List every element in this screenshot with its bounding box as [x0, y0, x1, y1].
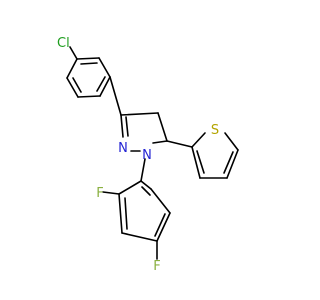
bond-n1-aryl: [140, 158, 146, 182]
bond-c5-thiophene: [166, 140, 193, 148]
bond-chlorophenyl-3: [99, 76, 111, 97]
bond-difluorophenyl-inner-1: [124, 197, 128, 230]
bond-chlorophenyl-5: [66, 77, 79, 98]
bond-chlorophenyl-2: [98, 57, 111, 78]
atom-label-chlorine: Cl: [57, 36, 70, 51]
bond-thiophene-c3-c2: [191, 146, 201, 179]
bond-c4-c3: [120, 112, 159, 116]
bond-thiophene-s-c5: [224, 132, 239, 151]
bond-f-ortho: [102, 191, 120, 195]
bond-chlorophenyl-inner-1: [80, 62, 98, 65]
bond-thiophene-c2-s: [191, 132, 206, 148]
atom-label-sulfur: S: [211, 123, 219, 138]
bond-c5-c4: [157, 112, 168, 142]
bond-n1-c5: [152, 140, 168, 144]
bond-c3-n2-double: [120, 114, 124, 138]
bond-difluorophenyl-2: [118, 193, 123, 234]
bond-difluorophenyl-4: [156, 212, 171, 242]
atom-label-fluorine-ortho: F: [96, 186, 103, 201]
bond-chlorophenyl-inner-3: [72, 77, 82, 93]
bond-thiophene-c5-c4: [226, 149, 239, 179]
bond-thiophene-inner-2: [196, 150, 205, 174]
molecule-diagram: Cl N N S F F: [57, 36, 239, 274]
bond-difluorophenyl-6: [140, 180, 152, 190]
atom-label-fluorine-para: F: [153, 259, 160, 274]
bond-chlorophenyl-1: [76, 57, 100, 60]
atom-labels: Cl N N S F F: [57, 36, 219, 274]
bond-difluorophenyl-inner-2: [154, 213, 166, 237]
bond-thiophene-inner-1: [223, 151, 234, 174]
bond-difluorophenyl-1: [118, 180, 142, 195]
bonds: [66, 46, 239, 260]
bond-aryl-c3: [109, 76, 122, 116]
bond-chlorophenyl-6: [66, 58, 78, 79]
atom-label-nitrogen-imine: N: [118, 141, 128, 156]
bond-difluorophenyl-5: [150, 188, 171, 214]
bond-c3-n2-double-2: [125, 116, 129, 137]
bond-chlorophenyl-4: [77, 95, 101, 98]
atom-label-nitrogen-amine: N: [142, 148, 152, 163]
bond-cl-c: [69, 46, 78, 60]
bond-chlorophenyl-inner-2: [96, 76, 106, 92]
bond-difluorophenyl-3: [121, 232, 158, 242]
bond-difluorophenyl-inner-3: [141, 186, 151, 196]
